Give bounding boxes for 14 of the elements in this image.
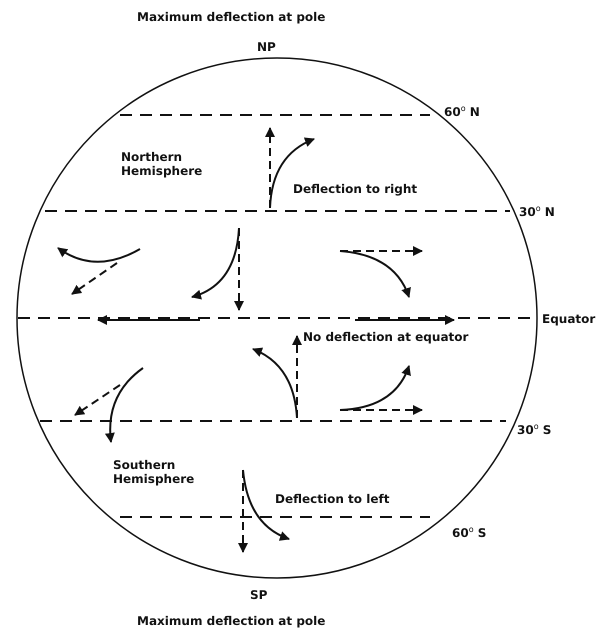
latitude-label: 60$^{o}$ N bbox=[444, 103, 480, 119]
note-text: No deflection at equator bbox=[303, 330, 468, 344]
pole-label: NP bbox=[257, 40, 276, 54]
hemisphere-label: Southern Hemisphere bbox=[113, 458, 196, 486]
note-text: Deflection to left bbox=[275, 492, 390, 506]
latitude-label: 30$^{o}$ N bbox=[519, 203, 555, 219]
caption-text: Maximum deflection at pole bbox=[137, 614, 326, 628]
latitude-label: 60$^{o}$ S bbox=[452, 524, 486, 540]
pole-label: SP bbox=[250, 588, 268, 602]
hemisphere-label: Northern Hemisphere bbox=[121, 150, 204, 178]
latitude-label: 30$^{o}$ S bbox=[517, 421, 552, 437]
note-text: Deflection to right bbox=[293, 182, 418, 196]
equator-label: Equator bbox=[542, 312, 596, 326]
caption-text: Maximum deflection at pole bbox=[137, 10, 326, 24]
